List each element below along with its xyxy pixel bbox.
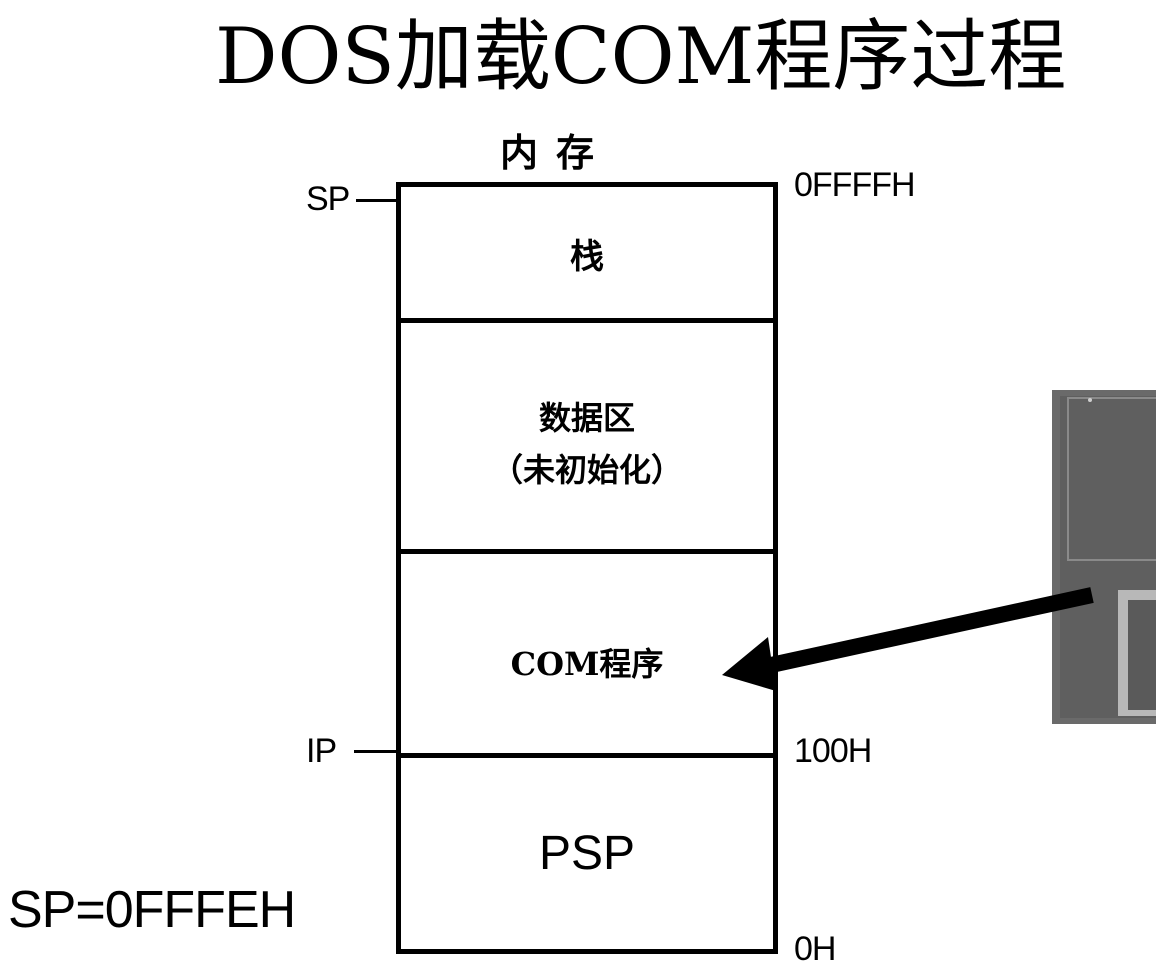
stack-divider xyxy=(401,318,773,323)
sp-value-note: SP=0FFFEH xyxy=(8,881,296,939)
sp-register-label: SP xyxy=(306,180,350,218)
floppy-disk-icon xyxy=(1052,390,1156,724)
ip-register-tick xyxy=(354,750,396,753)
top-address-label: 0FFFFH xyxy=(794,166,916,204)
memory-label: 内存 xyxy=(500,130,613,175)
stack-region-label: 栈 xyxy=(570,237,604,277)
data-region-note: （未初始化） xyxy=(490,451,683,489)
data-divider xyxy=(401,549,773,554)
psp-region-label: PSP xyxy=(538,827,636,880)
ip-register-label: IP xyxy=(306,732,337,770)
com-region-label: COM程序 xyxy=(510,645,664,683)
bottom-address-label: 0H xyxy=(794,930,836,968)
data-region-label: 数据区 xyxy=(538,399,635,437)
sp-register-tick xyxy=(356,199,396,202)
memory-map: 栈 数据区 （未初始化） COM程序 PSP xyxy=(396,182,778,954)
slide-title: DOS加载COM程序过程 xyxy=(215,12,1067,102)
program-start-address-label: 100H xyxy=(794,732,872,770)
com-divider xyxy=(401,753,773,758)
